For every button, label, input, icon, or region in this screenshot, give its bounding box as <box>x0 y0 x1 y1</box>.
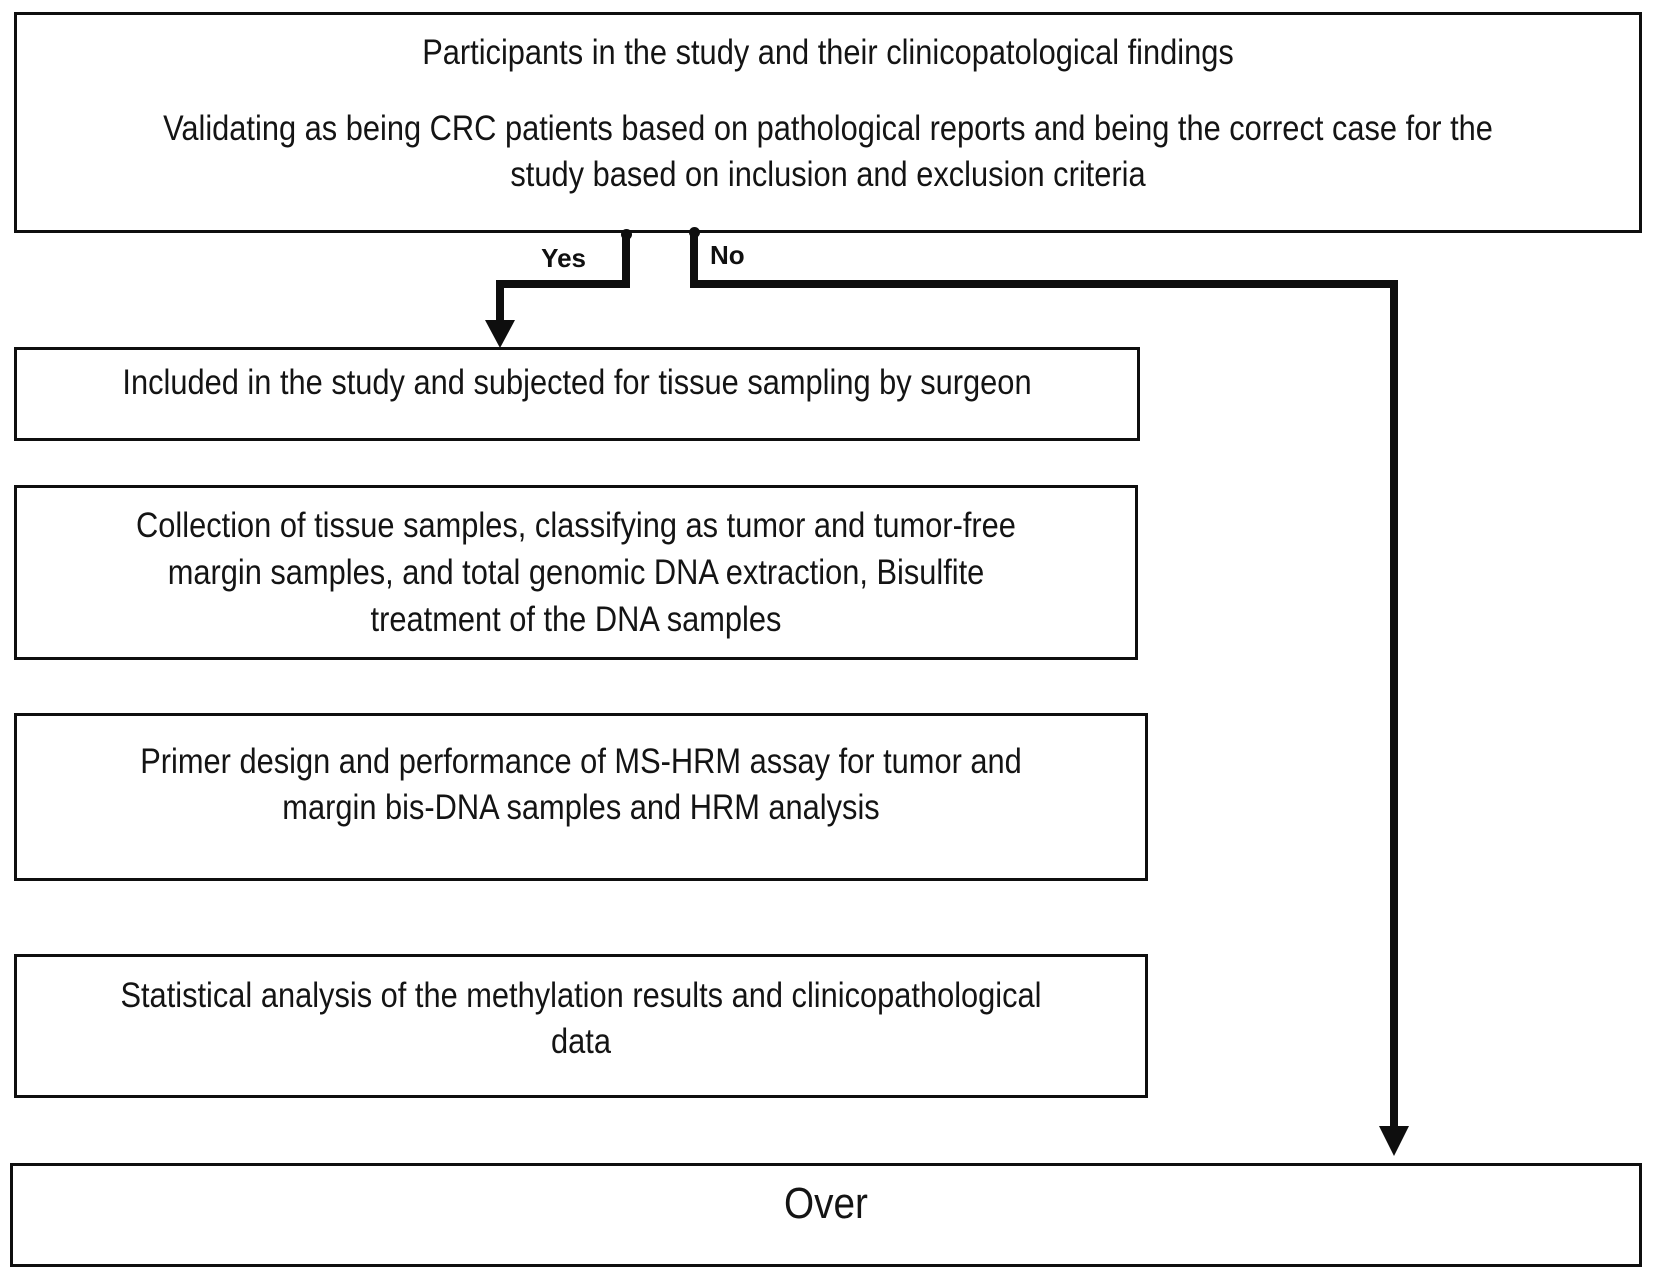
yes-arrow-segment-left <box>496 280 630 288</box>
no-branch-label: No <box>710 240 745 270</box>
validation-subtitle: Validating as being CRC patients based o… <box>163 109 1493 194</box>
statistical-analysis-text: Statistical analysis of the methylation … <box>120 976 1042 1061</box>
no-arrow-segment-down2 <box>1390 280 1398 1128</box>
over-text: Over <box>784 1179 868 1228</box>
included-in-study-text: Included in the study and subjected for … <box>122 363 1032 402</box>
included-in-study-box: Included in the study and subjected for … <box>14 347 1140 441</box>
yes-arrow-segment-down <box>622 234 630 287</box>
yes-arrow-segment-down2 <box>496 280 504 324</box>
statistical-analysis-box: Statistical analysis of the methylation … <box>14 954 1148 1098</box>
no-arrow-segment-right <box>690 280 1398 288</box>
primer-design-box: Primer design and performance of MS-HRM … <box>14 713 1148 881</box>
no-arrowhead-icon <box>1379 1126 1409 1156</box>
over-terminal-box: Over <box>10 1163 1642 1267</box>
participants-title: Participants in the study and their clin… <box>422 33 1234 72</box>
primer-design-text: Primer design and performance of MS-HRM … <box>140 742 1022 827</box>
tissue-collection-text: Collection of tissue samples, classifyin… <box>136 506 1016 639</box>
yes-branch-label: Yes <box>541 243 586 273</box>
tissue-collection-box: Collection of tissue samples, classifyin… <box>14 485 1138 660</box>
no-arrow-segment-down <box>690 234 698 287</box>
participants-decision-box: Participants in the study and their clin… <box>14 12 1642 233</box>
no-junction-dot <box>689 227 700 238</box>
yes-arrowhead-icon <box>485 320 515 348</box>
